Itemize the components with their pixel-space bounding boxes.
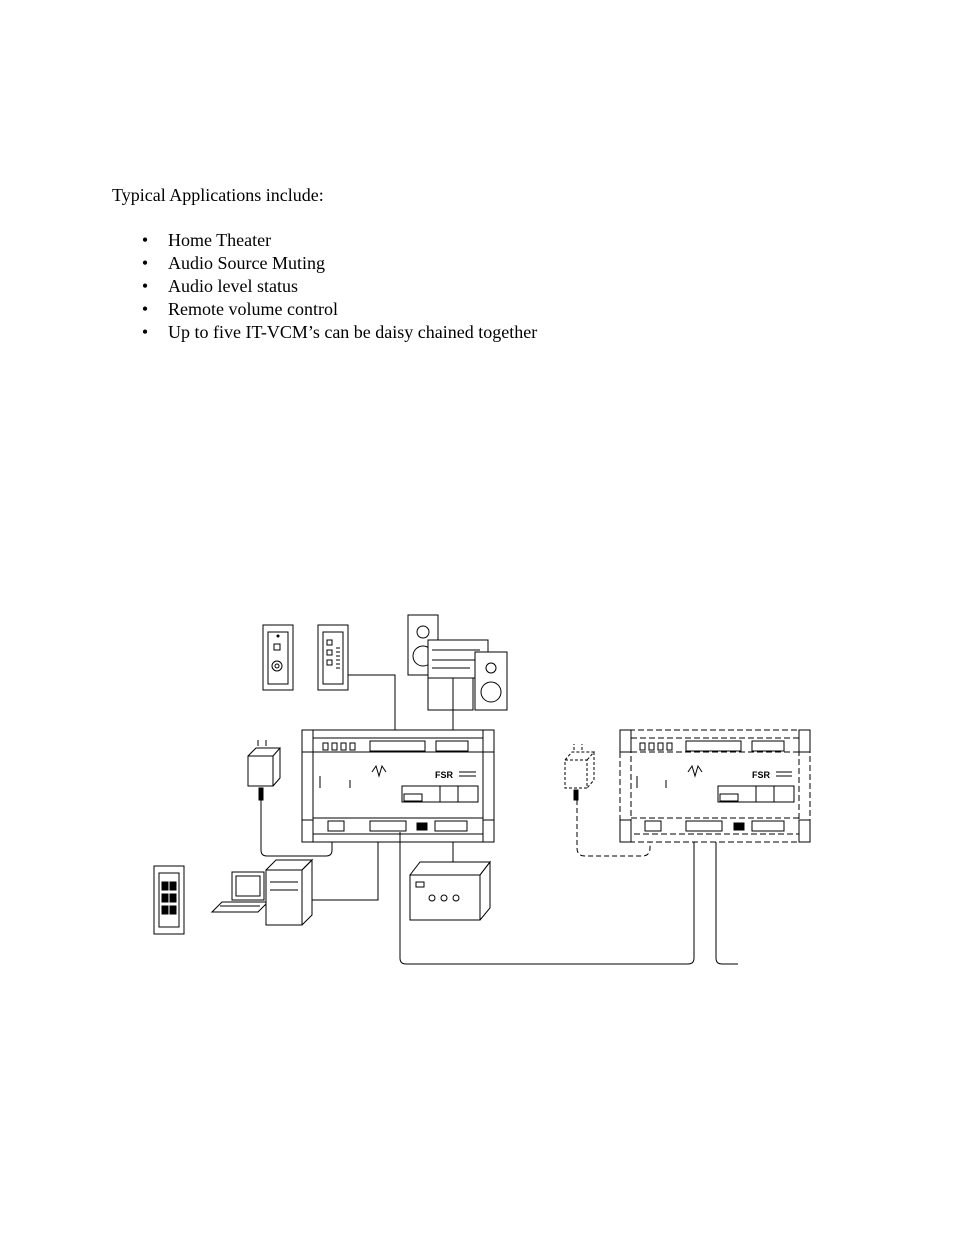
bullet-icon: • (141, 230, 149, 250)
list-item: •Audio Source Muting (138, 252, 537, 275)
wall-plate-knob-icon (262, 624, 294, 691)
list-item: •Up to five IT-VCM’s can be daisy chaine… (138, 321, 537, 344)
wall-plate-keypad-icon (317, 624, 349, 691)
power-adapter-icon (247, 740, 282, 801)
brand-logo: FSR (752, 770, 771, 780)
list-item: •Remote volume control (138, 298, 537, 321)
amplifier-icon (409, 860, 492, 921)
applications-list: •Home Theater •Audio Source Muting •Audi… (138, 229, 537, 344)
intro-text: Typical Applications include: (112, 185, 324, 205)
bullet-icon: • (141, 322, 149, 342)
wall-plate-keypad-icon (153, 865, 185, 935)
list-item: •Audio level status (138, 275, 537, 298)
bullet-icon: • (141, 253, 149, 273)
wiring-diagram: FSR (140, 600, 820, 980)
list-item: •Home Theater (138, 229, 537, 252)
volume-control-module: FSR (619, 729, 811, 843)
brand-logo: FSR (435, 770, 454, 780)
stereo-system-icon (407, 614, 508, 711)
power-adapter-icon (564, 744, 596, 789)
computer-icon (210, 858, 314, 926)
bullet-icon: • (141, 299, 149, 319)
volume-control-module: FSR (301, 729, 495, 843)
bullet-icon: • (141, 276, 149, 296)
